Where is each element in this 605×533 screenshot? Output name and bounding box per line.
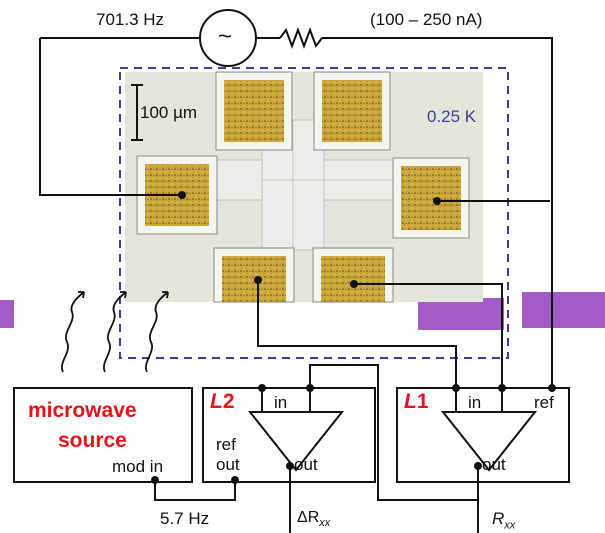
microwave-source-box [13,387,193,483]
delta-rxx-output-label: ΔRxx [297,509,331,530]
lockin-L1-in-label: in [468,393,482,412]
scale-bar-label: 100 µm [140,103,198,122]
cryostat-frame [119,67,509,359]
source-frequency-label: 701.3 Hz [96,10,165,29]
current-range-label: (100 – 250 nA) [370,10,483,29]
probe-wires [257,280,503,501]
contact-dots [178,191,441,288]
modulation-frequency-label: 5.7 Hz [160,509,210,528]
scale-bar [131,84,143,141]
mod-in-label: mod in [112,457,164,476]
ac-source-symbol: ~ [218,23,233,50]
lockin-L2-out-label: out [294,455,318,474]
lockin-L2-in-label: in [274,393,288,412]
lockin-L2-ref-out-label: out [216,455,240,474]
rxx-output-label: Rxx [492,509,516,532]
lockin-L1-ref-label: ref [534,393,554,412]
microwave-radiation-waves [61,291,169,373]
ac-source-circle [199,9,257,67]
purple-strip-right-2 [522,292,605,328]
lockin-L2-name: L2 [210,390,235,413]
modulation-wire [154,478,236,501]
temperature-label: 0.25 K [427,107,477,126]
current-loop-wires [39,27,553,388]
purple-strip-right-1 [418,298,504,330]
lockin-L1-name: L1 [404,390,429,413]
source-label: source [58,429,127,452]
lockin-L2-amplifier [247,411,345,472]
purple-strip-left [0,300,14,328]
lockin-L1-amplifier [440,411,538,472]
junction-dots [151,384,556,484]
lockin-L1-out-label: out [482,455,506,474]
lockin-L2-ref-label: ref [216,435,236,454]
microwave-label: microwave [28,399,137,422]
